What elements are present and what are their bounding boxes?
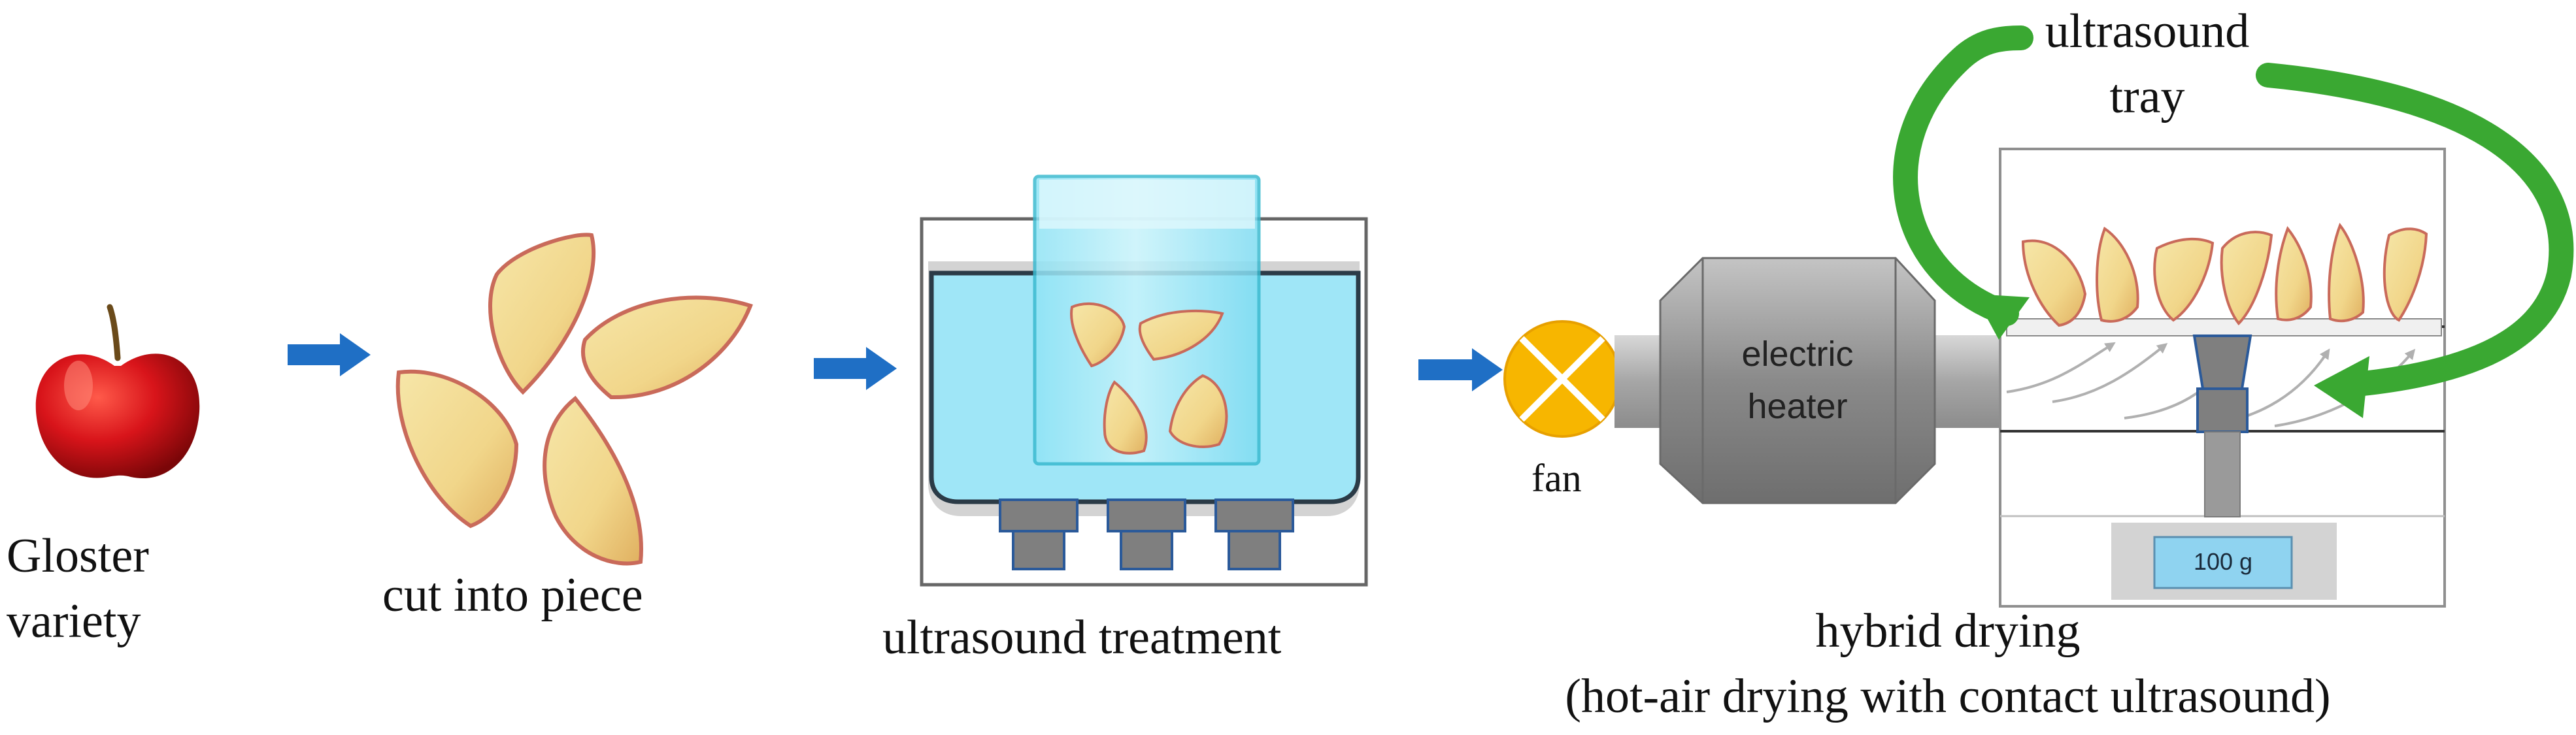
bath-transducers xyxy=(999,498,1294,570)
cut-label: cut into piece xyxy=(382,568,643,622)
heater-label-line2: heater xyxy=(1747,387,1847,426)
ultrasound-treatment-label: ultrasound treatment xyxy=(882,611,1282,664)
flow-arrow-2 xyxy=(814,347,897,390)
flow-arrow-1 xyxy=(288,333,371,376)
hybrid-drying-label-line2: (hot-air drying with contact ultrasound) xyxy=(1565,670,2330,723)
apple-label-line2: variety xyxy=(7,595,141,648)
air-duct xyxy=(1614,335,2000,428)
apple-image xyxy=(35,304,200,479)
apple-label-line1: Gloster xyxy=(7,529,149,583)
flow-arrow-3 xyxy=(1418,348,1503,391)
ultrasound-loop-arrow xyxy=(1893,25,2574,418)
tray-transducer xyxy=(2192,335,2252,433)
tray-apple-slices xyxy=(2021,222,2428,327)
scale xyxy=(2111,523,2337,600)
heater-label-line1: electric xyxy=(1741,335,1853,374)
apple-slices-image xyxy=(395,233,753,566)
bath-apple-slices xyxy=(1070,302,1228,455)
fan-icon xyxy=(1503,320,1621,438)
electric-heater xyxy=(1659,257,1936,504)
fan-label: fan xyxy=(1531,457,1582,500)
tray-label-line1: ultrasound xyxy=(2045,5,2249,58)
text-labels: Gloster variety cut into piece ultrasoun… xyxy=(7,5,2331,723)
scale-reading: 100 g xyxy=(2194,548,2252,575)
hybrid-drying-label-line1: hybrid drying xyxy=(1816,604,2081,658)
ultrasound-bath xyxy=(920,174,1368,587)
tray-label-line2: tray xyxy=(2109,70,2184,123)
